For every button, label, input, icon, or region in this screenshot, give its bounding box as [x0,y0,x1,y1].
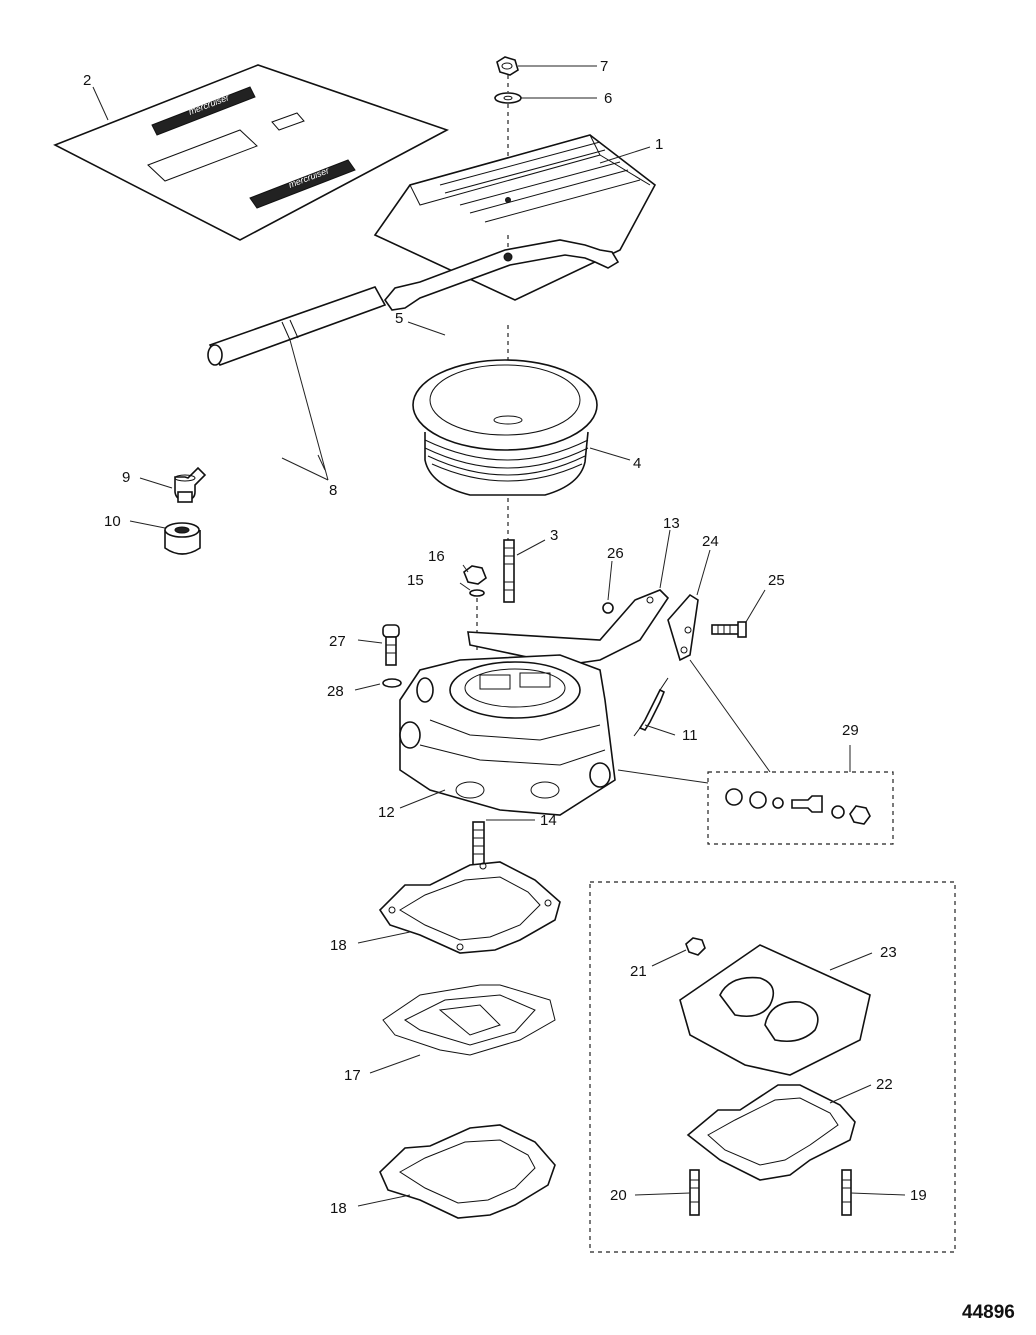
bolt-25 [711,621,747,638]
stud-20 [689,1169,700,1216]
figure-number: 44896 [962,1302,1015,1323]
screw-27 [382,624,400,666]
callout-2: 2 [83,72,91,89]
bracket-5 [383,235,620,311]
spacer-23 [679,944,871,1076]
washer-15 [469,589,485,597]
nut-26 [602,602,614,614]
callout-18-upper: 18 [330,937,347,954]
stud-19 [841,1169,852,1216]
callout-13: 13 [663,515,680,532]
flame-arrestor-4 [412,359,598,496]
callout-28: 28 [327,683,344,700]
callout-22: 22 [876,1076,893,1093]
callout-21: 21 [630,963,647,980]
kit-box-29 [707,771,894,845]
callout-17: 17 [344,1067,361,1084]
nut-21 [685,937,706,956]
callout-18-lower: 18 [330,1200,347,1217]
callout-10: 10 [104,513,121,530]
gasket-22 [686,1084,856,1181]
callout-19: 19 [910,1187,927,1204]
callout-15: 15 [407,572,424,589]
decal-sheet: mercruiser mercruiser [53,64,450,241]
callout-6: 6 [604,90,612,107]
washer-6 [494,92,522,104]
gasket-18-lower [379,1124,556,1219]
gasket-18-upper [378,861,561,954]
callout-12: 12 [378,804,395,821]
gasket-17 [382,984,556,1056]
callout-4: 4 [633,455,641,472]
bracket-24 [667,593,699,662]
hoses-8 [207,286,387,366]
spring-11 [633,677,669,737]
callout-29: 29 [842,722,859,739]
nut-7 [496,56,519,76]
callout-25: 25 [768,572,785,589]
callout-14: 14 [540,812,557,829]
flame-arrestor-cover [373,134,657,301]
nut-16 [463,565,487,585]
callout-3: 3 [550,527,558,544]
callout-8: 8 [329,482,337,499]
carburetor-12 [399,654,616,816]
stud-3 [503,539,515,603]
callout-5: 5 [395,310,403,327]
callout-9: 9 [122,469,130,486]
callout-27: 27 [329,633,346,650]
elbow-fitting-9 [174,466,207,503]
callout-20: 20 [610,1187,627,1204]
callout-24: 24 [702,533,719,550]
collar-10 [164,522,201,555]
callout-1: 1 [655,136,663,153]
leader-lines [92,65,906,1207]
callout-23: 23 [880,944,897,961]
bracket-13 [467,589,670,666]
callout-16: 16 [428,548,445,565]
callout-26: 26 [607,545,624,562]
callout-labels: 7 6 1 2 5 4 9 10 8 3 16 15 26 13 24 25 2… [83,58,927,1217]
callout-7: 7 [600,58,608,75]
washer-28 [382,678,402,688]
callout-11: 11 [682,727,698,744]
